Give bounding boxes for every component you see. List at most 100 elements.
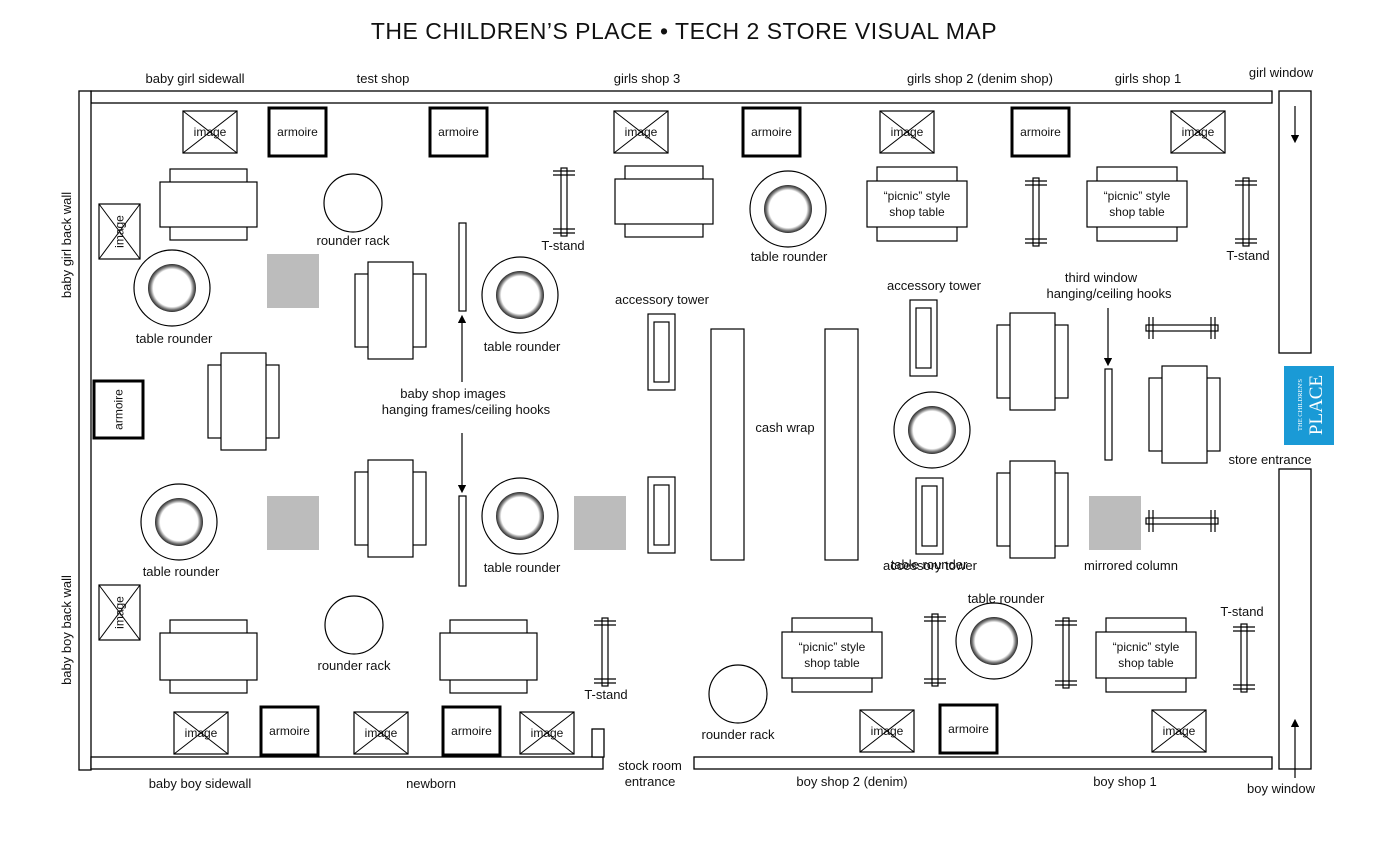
label-boy-shop-2: boy shop 2 (denim) [796,774,907,789]
label-t-stand: T-stand [1220,604,1263,619]
accessory-tower [647,476,676,554]
picnic-label-1: “picnic” style [1104,189,1171,203]
armoire-label: armoire [438,125,479,139]
mirrored-column [267,254,319,308]
image-label: image [1182,125,1215,139]
image-label: image [113,215,127,248]
label-table-rounder: table rounder [143,564,220,579]
label-t-stand: T-stand [584,687,627,702]
picnic-table: “picnic” style shop table [1095,617,1197,693]
armoire: armoire [741,106,802,158]
label-t-stand: T-stand [541,238,584,253]
label-newborn: newborn [406,776,456,791]
table-rounder [955,602,1033,680]
label-accessory-tower: accessory tower [615,292,710,307]
armoire: armoire [938,703,999,755]
label-accessory-tower: accessory tower [887,278,982,293]
cash-wrap-left [710,328,745,561]
table-rounder [481,256,559,334]
armoire: armoire [267,106,328,158]
image-placeholder: image [1170,110,1226,154]
hook-bar [1104,368,1113,461]
label-test-shop: test shop [357,71,410,86]
image-label: image [113,596,127,629]
label-stock-room-1: stock room [618,758,682,773]
armoire-label: armoire [451,724,492,738]
table-rounder [893,391,971,469]
picnic-label-2: shop table [889,205,945,219]
bottom-wall-left [90,756,604,770]
image-placeholder: image [182,110,238,154]
picnic-label-1: “picnic” style [1113,640,1180,654]
table [996,460,1069,559]
label-third-window-2: hanging/ceiling hooks [1046,286,1172,301]
label-rounder-rack: rounder rack [318,658,391,673]
t-stand [1145,510,1219,532]
table [354,459,427,558]
picnic-label-2: shop table [1118,656,1174,670]
label-baby-girl-back-wall: baby girl back wall [59,192,74,298]
table [159,168,258,241]
back-wall [78,90,92,771]
table [354,261,427,360]
armoire-label: armoire [751,125,792,139]
image-placeholder: image [519,711,575,755]
image-label: image [891,125,924,139]
t-stand [1233,623,1255,693]
label-third-window-1: third window [1065,270,1138,285]
picnic-table: “picnic” style shop table [781,617,883,693]
armoire: armoire [441,705,502,757]
table-rounder [749,170,827,248]
label-rounder-rack: rounder rack [317,233,390,248]
label-boy-window: boy window [1247,781,1316,796]
image-placeholder: image [613,110,669,154]
bottom-wall-right [693,756,1273,770]
t-stand [1025,177,1047,247]
image-label: image [531,726,564,740]
map-title: THE CHILDREN’S PLACE • TECH 2 STORE VISU… [371,18,997,44]
label-girl-window: girl window [1249,65,1314,80]
rounder-rack [323,173,383,233]
label-t-stand: T-stand [1226,248,1269,263]
table [159,619,258,694]
label-baby-girl-sidewall: baby girl sidewall [146,71,245,86]
logo-line2: PLACE [1306,375,1327,435]
picnic-label-2: shop table [804,656,860,670]
image-label: image [1163,724,1196,738]
image-placeholder: image [353,711,409,755]
accessory-tower [647,313,676,391]
hook-bar [458,495,467,587]
table-rounder [133,249,211,327]
top-wall [90,90,1273,104]
stock-room-door [591,728,605,758]
label-table-rounder: table rounder [136,331,213,346]
label-girls-shop-2: girls shop 2 (denim shop) [907,71,1053,86]
rounder-rack [708,664,768,724]
label-store-entrance: store entrance [1228,452,1311,467]
mirrored-column [574,496,626,550]
label-boy-shop-1: boy shop 1 [1093,774,1157,789]
armoire: armoire [259,705,320,757]
accessory-tower [915,477,944,555]
armoire: armoire [1010,106,1071,158]
image-placeholder: image [879,110,935,154]
armoire-label: armoire [948,722,989,736]
armoire-label: armoire [112,389,126,430]
table-rounder [140,483,218,561]
armoire: armoire [428,106,489,158]
armoire: armoire [92,379,145,440]
image-placeholder: image [98,203,141,260]
image-label: image [194,125,227,139]
t-stand [594,617,616,687]
label-table-rounder: table rounder [484,560,561,575]
picnic-label-1: “picnic” style [799,640,866,654]
mirrored-column [1089,496,1141,550]
label-table-rounder: table rounder [891,557,968,572]
t-stand [1235,177,1257,247]
table [996,312,1069,411]
image-label: image [871,724,904,738]
label-table-rounder: table rounder [751,249,828,264]
label-baby-hooks-2: hanging frames/ceiling hooks [382,402,551,417]
